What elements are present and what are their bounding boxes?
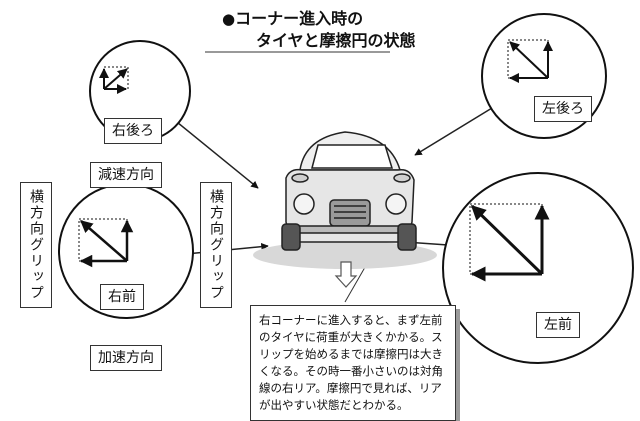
force-vector-rear-right <box>99 66 129 94</box>
label-front-left: 左前 <box>536 312 580 338</box>
label-lateral-grip-right: 横方向グリップ <box>200 182 232 308</box>
label-deceleration: 減速方向 <box>90 162 162 188</box>
force-vector-rear-left <box>507 39 553 83</box>
force-vector-front-left <box>469 203 550 282</box>
diagram-title: ●コーナー進入時の タイヤと摩擦円の状態 <box>222 8 416 52</box>
force-vector-front-right <box>78 218 134 268</box>
label-rear-left: 左後ろ <box>534 96 592 122</box>
friction-circle-front-left <box>442 172 634 364</box>
label-acceleration: 加速方向 <box>90 345 162 371</box>
title-bullet: ● <box>222 10 236 28</box>
label-front-right: 右前 <box>100 284 144 310</box>
pointer-rear-left <box>414 107 493 156</box>
pointer-rear-right <box>171 117 259 189</box>
label-rear-right: 右後ろ <box>104 118 162 144</box>
label-lateral-grip-left: 横方向グリップ <box>20 182 52 308</box>
title-line-1: コーナー進入時の <box>235 9 364 28</box>
deceleration-arrow-icon <box>334 261 358 288</box>
title-line-2: タイヤと摩擦円の状態 <box>256 31 416 50</box>
explanation-caption: 右コーナーに進入すると、まず左前のタイヤに荷重が大きくかかる。スリップを始めるま… <box>250 305 456 421</box>
car-illustration <box>253 131 437 269</box>
